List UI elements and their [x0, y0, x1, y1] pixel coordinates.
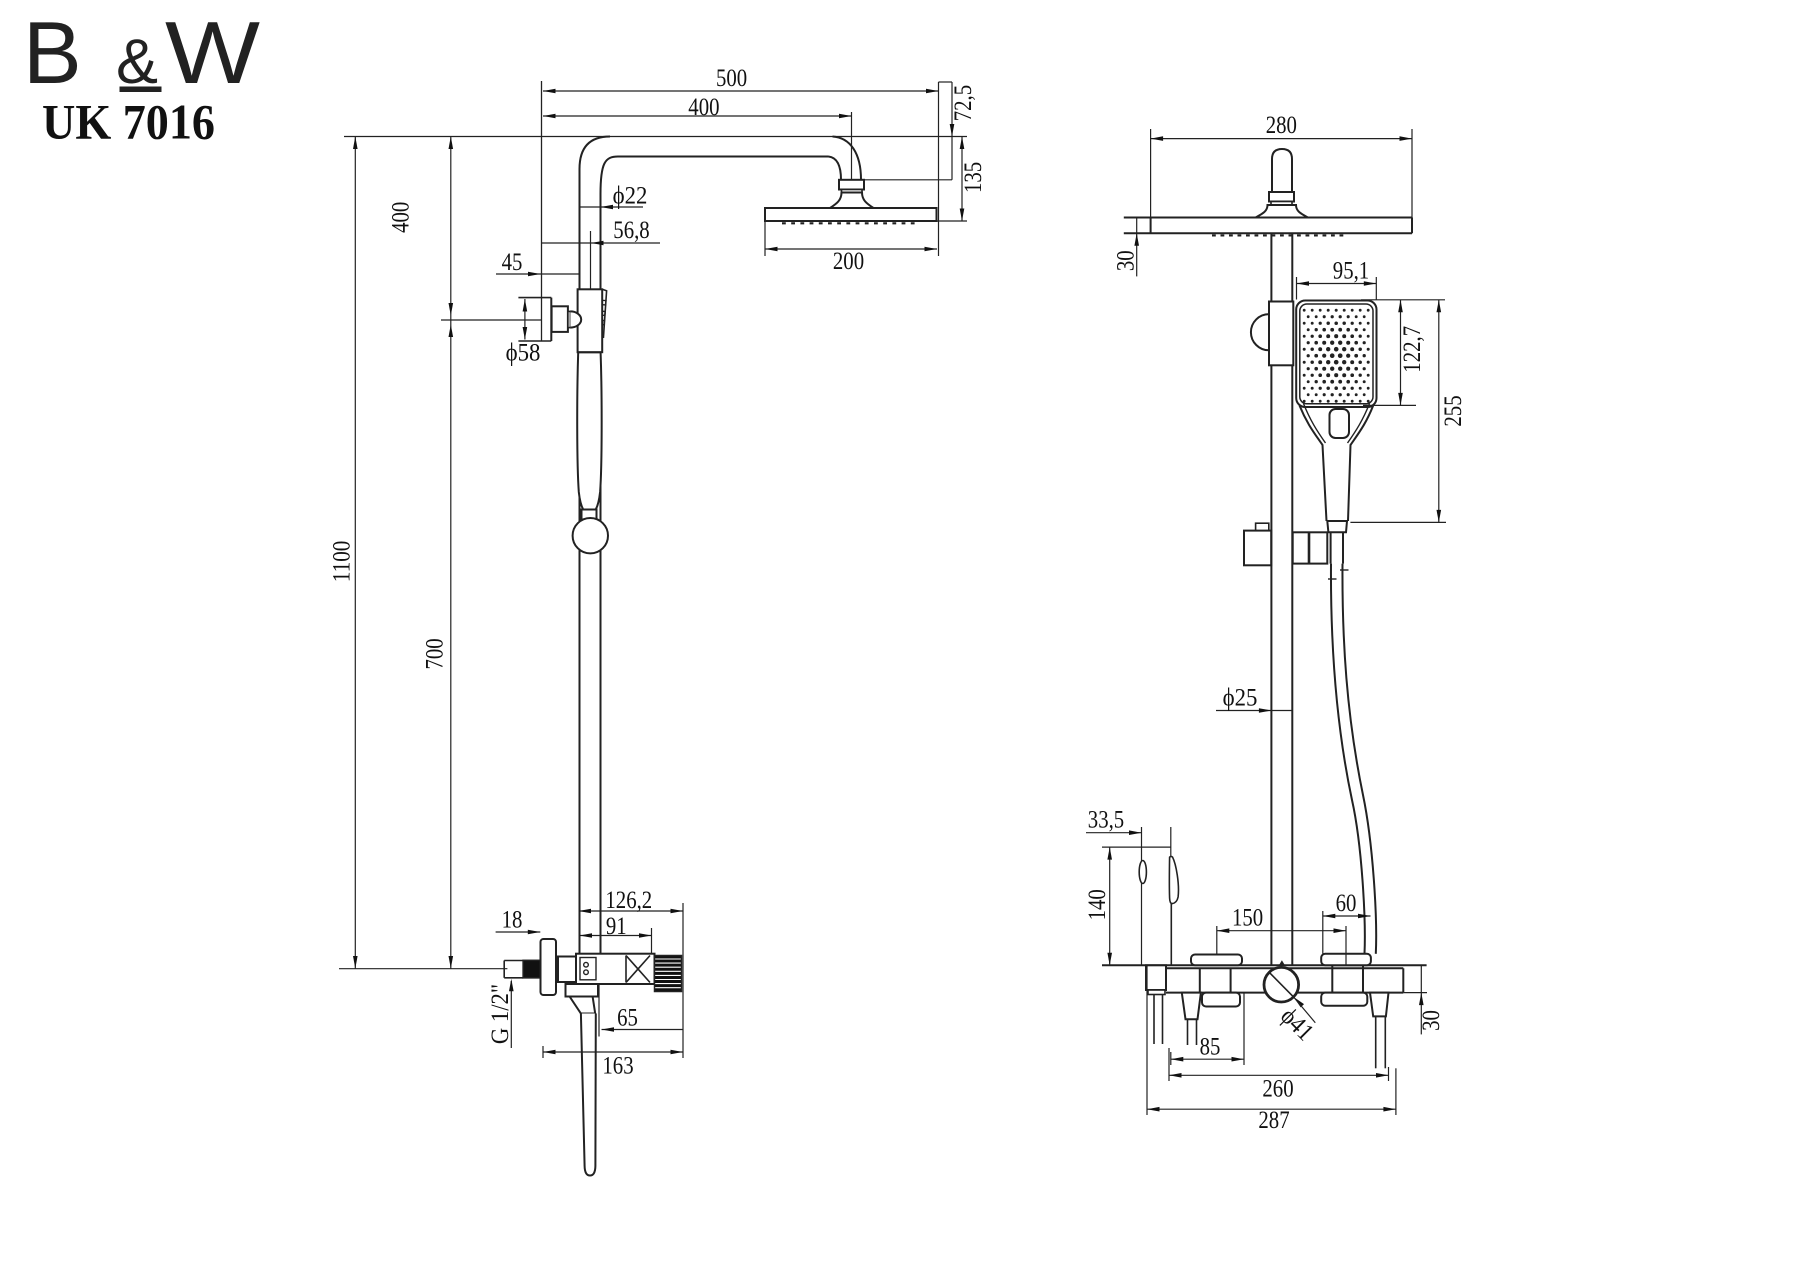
- svg-text:33,5: 33,5: [1088, 807, 1124, 834]
- svg-text:255: 255: [1440, 395, 1467, 426]
- svg-text:400: 400: [387, 202, 414, 233]
- svg-text:126,2: 126,2: [605, 887, 652, 914]
- svg-text:UK 7016: UK 7016: [42, 94, 215, 150]
- svg-text:30: 30: [1418, 1010, 1445, 1031]
- svg-text:W: W: [165, 3, 260, 102]
- svg-text:287: 287: [1258, 1107, 1289, 1134]
- svg-text:150: 150: [1232, 905, 1263, 932]
- svg-text:56,8: 56,8: [613, 217, 649, 244]
- svg-text:91: 91: [606, 913, 627, 940]
- svg-text:95,1: 95,1: [1333, 258, 1369, 285]
- svg-text:45: 45: [502, 249, 523, 276]
- svg-text:135: 135: [960, 162, 987, 193]
- svg-text:260: 260: [1262, 1076, 1293, 1103]
- svg-text:18: 18: [502, 907, 523, 934]
- svg-text:60: 60: [1336, 890, 1357, 917]
- svg-text:ϕ25: ϕ25: [1223, 685, 1258, 712]
- svg-text:1100: 1100: [329, 541, 356, 583]
- svg-text:122,7: 122,7: [1399, 326, 1426, 373]
- svg-text:B: B: [23, 3, 82, 102]
- svg-text:72,5: 72,5: [950, 85, 977, 121]
- svg-text:ϕ58: ϕ58: [506, 339, 541, 366]
- svg-text:65: 65: [617, 1005, 638, 1032]
- svg-text:G 1/2": G 1/2": [487, 984, 514, 1044]
- svg-text:ϕ22: ϕ22: [613, 183, 648, 210]
- svg-text:280: 280: [1266, 112, 1297, 139]
- svg-text:&: &: [116, 27, 158, 97]
- svg-text:700: 700: [421, 638, 448, 669]
- svg-text:500: 500: [716, 65, 747, 92]
- svg-text:163: 163: [602, 1053, 633, 1080]
- svg-text:140: 140: [1084, 889, 1111, 920]
- svg-text:400: 400: [688, 94, 719, 121]
- svg-text:30: 30: [1113, 250, 1140, 271]
- svg-text:ϕ41: ϕ41: [1275, 1003, 1319, 1047]
- svg-text:200: 200: [833, 248, 864, 275]
- svg-text:85: 85: [1200, 1034, 1221, 1061]
